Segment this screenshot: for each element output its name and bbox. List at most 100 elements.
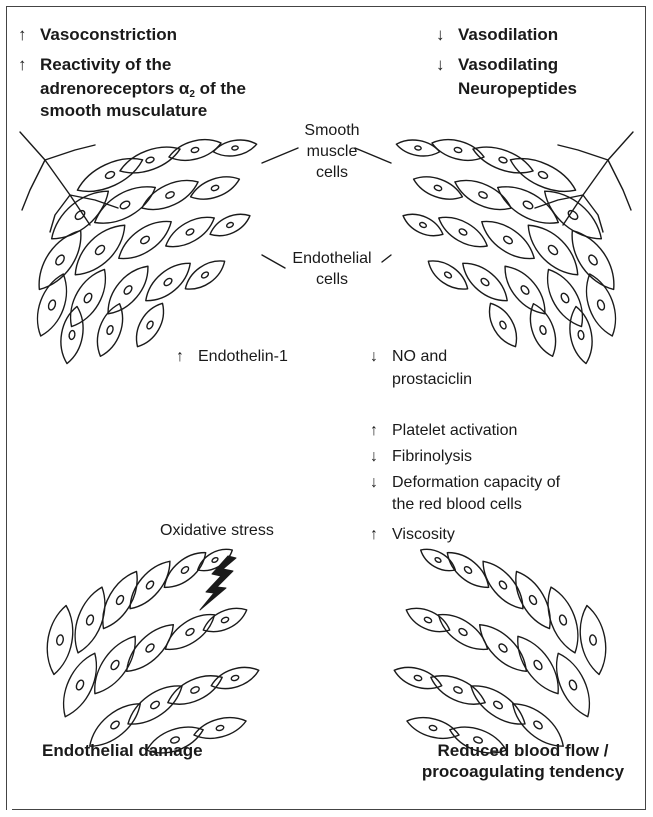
cell-body: [54, 648, 105, 722]
reactivity-label: ↑Reactivity of the: [18, 54, 171, 75]
cell-nucleus: [498, 156, 508, 164]
cell-nucleus: [532, 720, 543, 731]
cell-nucleus: [232, 145, 239, 150]
cell-nucleus: [478, 191, 488, 200]
smooth-muscle-cell: [187, 171, 242, 206]
cell-body: [199, 602, 250, 639]
smooth-muscle-cell: [395, 137, 441, 159]
smooth-musculature-label: smooth musculature: [40, 100, 207, 121]
cell-body: [187, 171, 242, 206]
viscosity-label: ↑Viscosity: [370, 524, 455, 545]
smooth-muscle-cell: [410, 171, 465, 206]
cell-nucleus: [463, 565, 473, 574]
cell-nucleus: [458, 228, 468, 237]
cell-body: [73, 150, 148, 201]
cell-nucleus: [560, 292, 571, 304]
cell-nucleus: [414, 675, 423, 682]
endothelial-cell: [426, 668, 489, 712]
smooth-muscle-cells-label: Smooth muscle cells: [292, 120, 372, 183]
cell-nucleus: [211, 557, 219, 564]
cell-body: [180, 254, 230, 296]
cell-nucleus: [145, 580, 155, 590]
cell-nucleus: [226, 222, 234, 229]
cell-nucleus: [149, 700, 160, 710]
cell-nucleus: [94, 244, 107, 257]
smooth-muscle-cell: [506, 150, 581, 201]
cell-nucleus: [499, 320, 508, 330]
cell-nucleus: [558, 614, 568, 626]
endothelin-label: ↑Endothelin-1: [176, 346, 288, 367]
cell-body: [410, 171, 465, 206]
red-blood-cells-label: the red blood cells: [392, 494, 522, 515]
platelet-activation-label: ↑Platelet activation: [370, 420, 517, 441]
cell-nucleus: [47, 299, 57, 311]
cell-body: [472, 617, 535, 680]
endothelial-cell: [540, 583, 586, 657]
cell-body: [212, 137, 258, 159]
cell-nucleus: [68, 330, 75, 340]
cell-body: [117, 140, 184, 180]
cell-body: [122, 555, 178, 616]
endothelial-cell: [42, 603, 78, 676]
endothelial-damage-label: Endothelial damage: [42, 740, 203, 761]
cell-body: [482, 298, 524, 351]
cell-nucleus: [83, 292, 94, 304]
endothelial-cell: [67, 583, 113, 657]
fibrinolysis-label: ↓Fibrinolysis: [370, 446, 472, 467]
smooth-muscle-cell: [29, 270, 74, 340]
cell-body: [578, 270, 623, 340]
smooth-muscle-cell: [129, 298, 171, 351]
endothelial-cell: [472, 617, 535, 680]
cell-body: [395, 137, 441, 159]
nerve-fiber: [558, 145, 608, 160]
cell-nucleus: [146, 320, 155, 330]
no-prostaciclin-label: ↓NO and: [370, 346, 447, 367]
cell-nucleus: [443, 271, 452, 279]
cell-body: [29, 270, 74, 340]
cell-nucleus: [415, 145, 422, 150]
cell-nucleus: [498, 580, 508, 590]
cell-nucleus: [577, 330, 584, 340]
nerve-fiber: [608, 160, 631, 210]
reduced-blood-flow-label: Reduced blood flow / procoagulating tend…: [412, 740, 634, 782]
cell-body: [208, 662, 261, 695]
cell-body: [426, 668, 489, 712]
smooth-muscle-cell: [519, 216, 587, 284]
cell-nucleus: [165, 191, 175, 200]
smooth-muscle-cell: [73, 150, 148, 201]
cell-nucleus: [185, 228, 195, 237]
cell-nucleus: [144, 642, 155, 653]
lightning-bolt-icon: [200, 556, 236, 610]
cell-nucleus: [104, 170, 115, 179]
smooth-muscle-cell: [61, 263, 115, 332]
smooth-muscle-cell: [207, 208, 254, 242]
cell-body: [506, 150, 581, 201]
cell-nucleus: [216, 725, 225, 732]
cell-body: [207, 208, 254, 242]
cell-nucleus: [123, 284, 134, 295]
cell-nucleus: [502, 235, 513, 245]
cell-body: [42, 603, 78, 676]
cell-nucleus: [497, 642, 508, 653]
prostaciclin-label: prostaciclin: [392, 369, 472, 390]
cell-nucleus: [200, 271, 209, 279]
cell-nucleus: [163, 277, 173, 287]
vasodilation-label: ↓Vasodilation: [436, 24, 558, 45]
cell-body: [547, 648, 598, 722]
cell-nucleus: [539, 325, 547, 335]
cell-body: [391, 662, 444, 695]
endothelial-cell: [547, 648, 598, 722]
cell-body: [475, 555, 531, 616]
smooth-muscle-cell: [538, 263, 592, 332]
cell-nucleus: [106, 325, 114, 335]
cell-nucleus: [190, 686, 200, 695]
neuropeptides-label: Neuropeptides: [458, 78, 577, 99]
endothelial-cell: [163, 668, 226, 712]
vasodilating-label: ↓Vasodilating: [436, 54, 558, 75]
endothelial-cell: [475, 555, 531, 616]
endothelial-cell: [575, 603, 611, 676]
cell-body: [137, 172, 202, 217]
endothelial-cell: [199, 602, 250, 639]
cell-body: [67, 583, 113, 657]
cell-nucleus: [520, 284, 531, 295]
